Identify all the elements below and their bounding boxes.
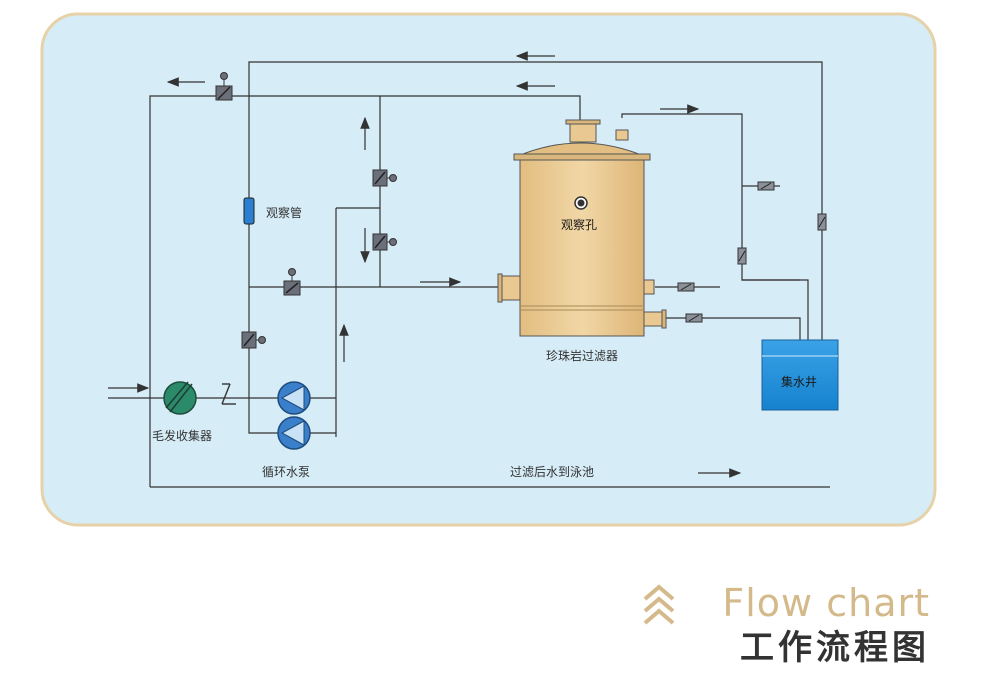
perlite-filter-tank (497, 119, 667, 337)
circulation-pump-lower (277, 416, 311, 450)
observation-hole-label: 观察孔 (561, 218, 597, 232)
valve-return (817, 213, 827, 231)
hair-collector-label: 毛发收集器 (152, 428, 212, 443)
hair-collector (163, 381, 197, 415)
valve-branch-upper (372, 169, 397, 187)
valve-vent (757, 181, 775, 191)
circulation-pump-label: 循环水泵 (262, 465, 310, 479)
valve-mid (283, 268, 301, 296)
water-sump-label: 集水井 (781, 374, 817, 389)
double-chevron-up-icon (643, 584, 675, 625)
flow-chart-title-cn: 工作流程图 (740, 628, 930, 668)
circulation-pump-upper (277, 381, 311, 415)
valve-outlet-lower (685, 313, 703, 323)
water-sump (761, 339, 839, 411)
observation-tube-label: 观察管 (266, 205, 302, 220)
valve-branch-lower (372, 233, 397, 251)
valves (215, 72, 827, 349)
filtered-to-pool-label: 过滤后水到泳池 (510, 465, 594, 479)
observation-tube (243, 197, 255, 225)
diagram-panel (40, 12, 937, 527)
valve-left-column (241, 331, 266, 349)
footer-title: Flow chart 工作流程图 (640, 580, 930, 670)
perlite-filter-label: 珍珠岩过滤器 (546, 348, 618, 363)
flow-arrows (108, 51, 742, 478)
flow-chart-title-en: Flow chart (722, 581, 930, 625)
pipes (108, 61, 830, 488)
valve-vertical-right (737, 247, 747, 265)
check-valve-icon (221, 383, 236, 405)
valve-outlet-upper (677, 282, 695, 292)
valve-top (215, 72, 233, 101)
